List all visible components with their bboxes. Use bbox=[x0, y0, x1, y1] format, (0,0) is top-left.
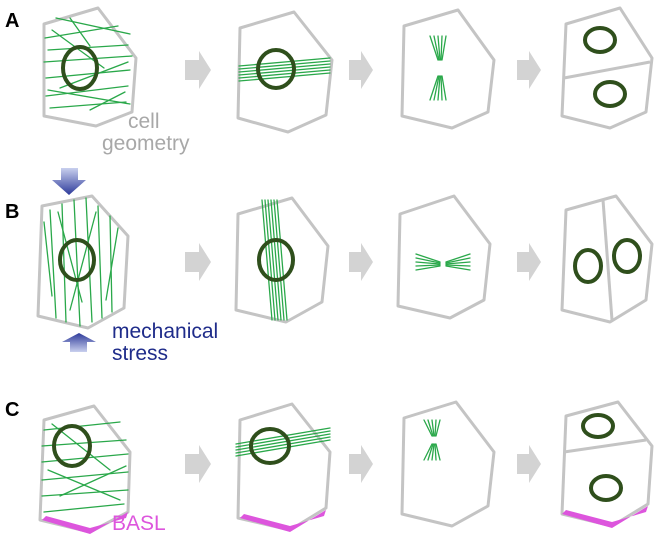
cell-outline bbox=[396, 194, 492, 320]
nucleus bbox=[256, 48, 296, 90]
annotation-mechanical-stress: mechanical stress bbox=[112, 320, 224, 365]
basl-crescent bbox=[562, 506, 648, 528]
panel-a: A bbox=[5, 6, 654, 155]
step-arrow bbox=[517, 243, 541, 281]
cell-outline bbox=[42, 6, 138, 128]
cell-c4 bbox=[560, 400, 654, 528]
cell-outline bbox=[560, 400, 654, 528]
nucleus bbox=[52, 424, 92, 468]
annotation-line: BASL bbox=[112, 512, 166, 535]
nucleus-top bbox=[583, 26, 617, 54]
annotation-basl: BASL bbox=[112, 512, 166, 535]
step-arrow bbox=[517, 445, 541, 483]
new-cell-wall bbox=[601, 199, 614, 321]
cell-a4 bbox=[560, 6, 654, 130]
cell-b2 bbox=[234, 196, 330, 324]
nucleus bbox=[61, 45, 99, 91]
panel-c: C bbox=[5, 399, 654, 535]
cell-outline bbox=[400, 8, 496, 130]
nucleus bbox=[249, 427, 291, 465]
nucleus-bottom bbox=[589, 474, 623, 502]
panel-b: B bbox=[5, 168, 654, 365]
annotation-line: geometry bbox=[102, 132, 190, 155]
annotation-line: stress bbox=[112, 342, 168, 365]
cell-outline bbox=[236, 10, 334, 134]
stress-arrow-top bbox=[52, 168, 86, 195]
cell-c1 bbox=[38, 404, 132, 534]
annotation-line: cell bbox=[128, 110, 160, 133]
spindle bbox=[423, 419, 441, 461]
new-cell-wall bbox=[563, 438, 647, 454]
nucleus bbox=[58, 238, 96, 282]
nucleus-right bbox=[612, 238, 642, 274]
annotation-line: mechanical bbox=[112, 320, 218, 343]
nucleus-top bbox=[581, 413, 615, 439]
spindle bbox=[429, 35, 447, 101]
cell-outline bbox=[560, 6, 654, 130]
basl-crescent bbox=[240, 510, 326, 532]
panel-label-b: B bbox=[5, 201, 19, 223]
cell-c2 bbox=[235, 402, 332, 532]
annotation-cell-geometry: cell geometry bbox=[102, 110, 190, 155]
nucleus-bottom bbox=[593, 80, 627, 108]
microtubule-array bbox=[41, 421, 129, 513]
cell-b3 bbox=[396, 194, 492, 320]
cell-c3 bbox=[400, 400, 496, 528]
preprophase-band bbox=[261, 199, 288, 321]
cell-b4 bbox=[560, 194, 654, 324]
step-arrow bbox=[185, 51, 211, 89]
stress-arrow-bottom bbox=[62, 333, 96, 352]
cell-b1 bbox=[36, 194, 130, 330]
cell-a1 bbox=[42, 6, 138, 128]
step-arrow bbox=[349, 243, 373, 281]
basl-crescent bbox=[42, 512, 128, 534]
step-arrow bbox=[349, 51, 373, 89]
step-arrow bbox=[517, 51, 541, 89]
microtubule-array bbox=[43, 197, 119, 327]
panel-label-c: C bbox=[5, 399, 19, 421]
cell-outline bbox=[400, 400, 496, 528]
panel-label-a: A bbox=[5, 10, 19, 32]
cell-a3 bbox=[400, 8, 496, 130]
spindle bbox=[415, 253, 471, 271]
nucleus-left bbox=[573, 248, 603, 284]
preprophase-band bbox=[238, 57, 331, 82]
new-cell-wall bbox=[563, 60, 651, 80]
nucleus bbox=[257, 238, 295, 282]
cell-outline bbox=[236, 402, 332, 532]
step-arrow bbox=[185, 243, 211, 281]
cell-a2 bbox=[236, 10, 334, 134]
step-arrow bbox=[185, 445, 211, 483]
step-arrow bbox=[349, 445, 373, 483]
